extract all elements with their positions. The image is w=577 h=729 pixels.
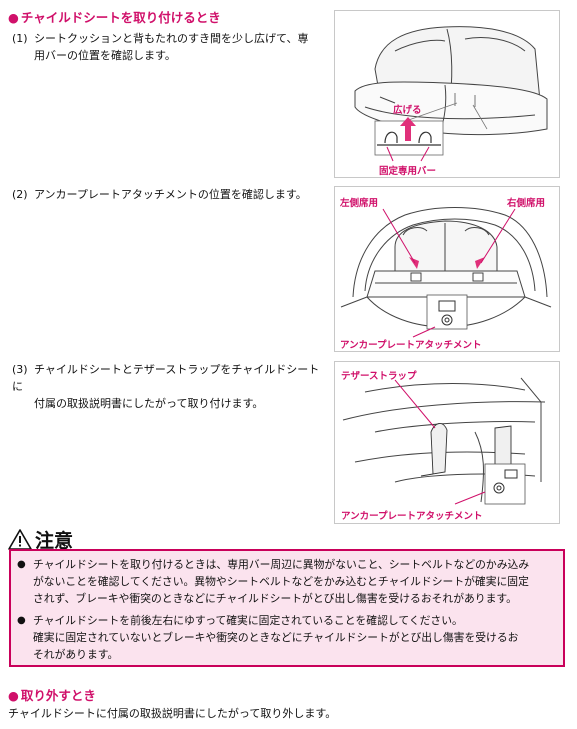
warning-triangle-icon — [8, 529, 32, 550]
figure-anchor-location: 左側席用 右側席用 アンカープレートアタッチメント — [334, 186, 560, 352]
label-tether-strap: テザーストラップ — [341, 371, 417, 382]
remove-section-title: ●取り外すとき — [8, 688, 96, 703]
label-fixed-bar: 固定専用バー — [379, 166, 437, 177]
figure-tether-strap: テザーストラップ アンカープレートアタッチメント — [334, 361, 560, 524]
step-1: (1)シートクッションと背もたれのすき間を少し広げて、専 用バーの位置を確認しま… — [12, 32, 309, 62]
rear-cabin-illustration — [340, 207, 552, 338]
label-left-seat: 左側席用 — [340, 198, 379, 209]
step-2: (2)アンカープレートアタッチメントの位置を確認します。 — [12, 188, 307, 201]
caution-title: 注意 — [35, 530, 74, 552]
bullet-dot-icon: ● — [8, 688, 19, 703]
bullet-icon: ● — [17, 615, 26, 626]
caution-item-2: ● チャイルドシートを前後左右にゆすって確実に固定されていることを確認してくださ… — [17, 614, 519, 661]
remove-instructions: チャイルドシートに付属の取扱説明書にしたがって取り外します。 — [8, 707, 337, 720]
tether-illustration — [342, 377, 546, 505]
figure-seat-gap: 広げる 固定専用バー — [334, 10, 560, 178]
bullet-dot-icon: ● — [8, 10, 19, 25]
caution-box: ● チャイルドシートを取り付けるときは、専用バー周辺に異物がないこと、シートベル… — [9, 549, 565, 667]
install-section-title: ●チャイルドシートを取り付けるとき — [8, 10, 221, 25]
bullet-icon: ● — [17, 559, 26, 570]
label-anchor-plate: アンカープレートアタッチメント — [340, 340, 482, 351]
label-anchor-plate-2: アンカープレートアタッチメント — [341, 511, 483, 522]
seat-illustration — [354, 26, 548, 162]
caution-item-1: ● チャイルドシートを取り付けるときは、専用バー周辺に異物がないこと、シートベル… — [17, 558, 530, 605]
step-3: (3)チャイルドシートとテザーストラップをチャイルドシートに 付属の取扱説明書に… — [12, 363, 320, 410]
label-right-seat: 右側席用 — [507, 198, 546, 209]
label-widen: 広げる — [393, 105, 422, 116]
